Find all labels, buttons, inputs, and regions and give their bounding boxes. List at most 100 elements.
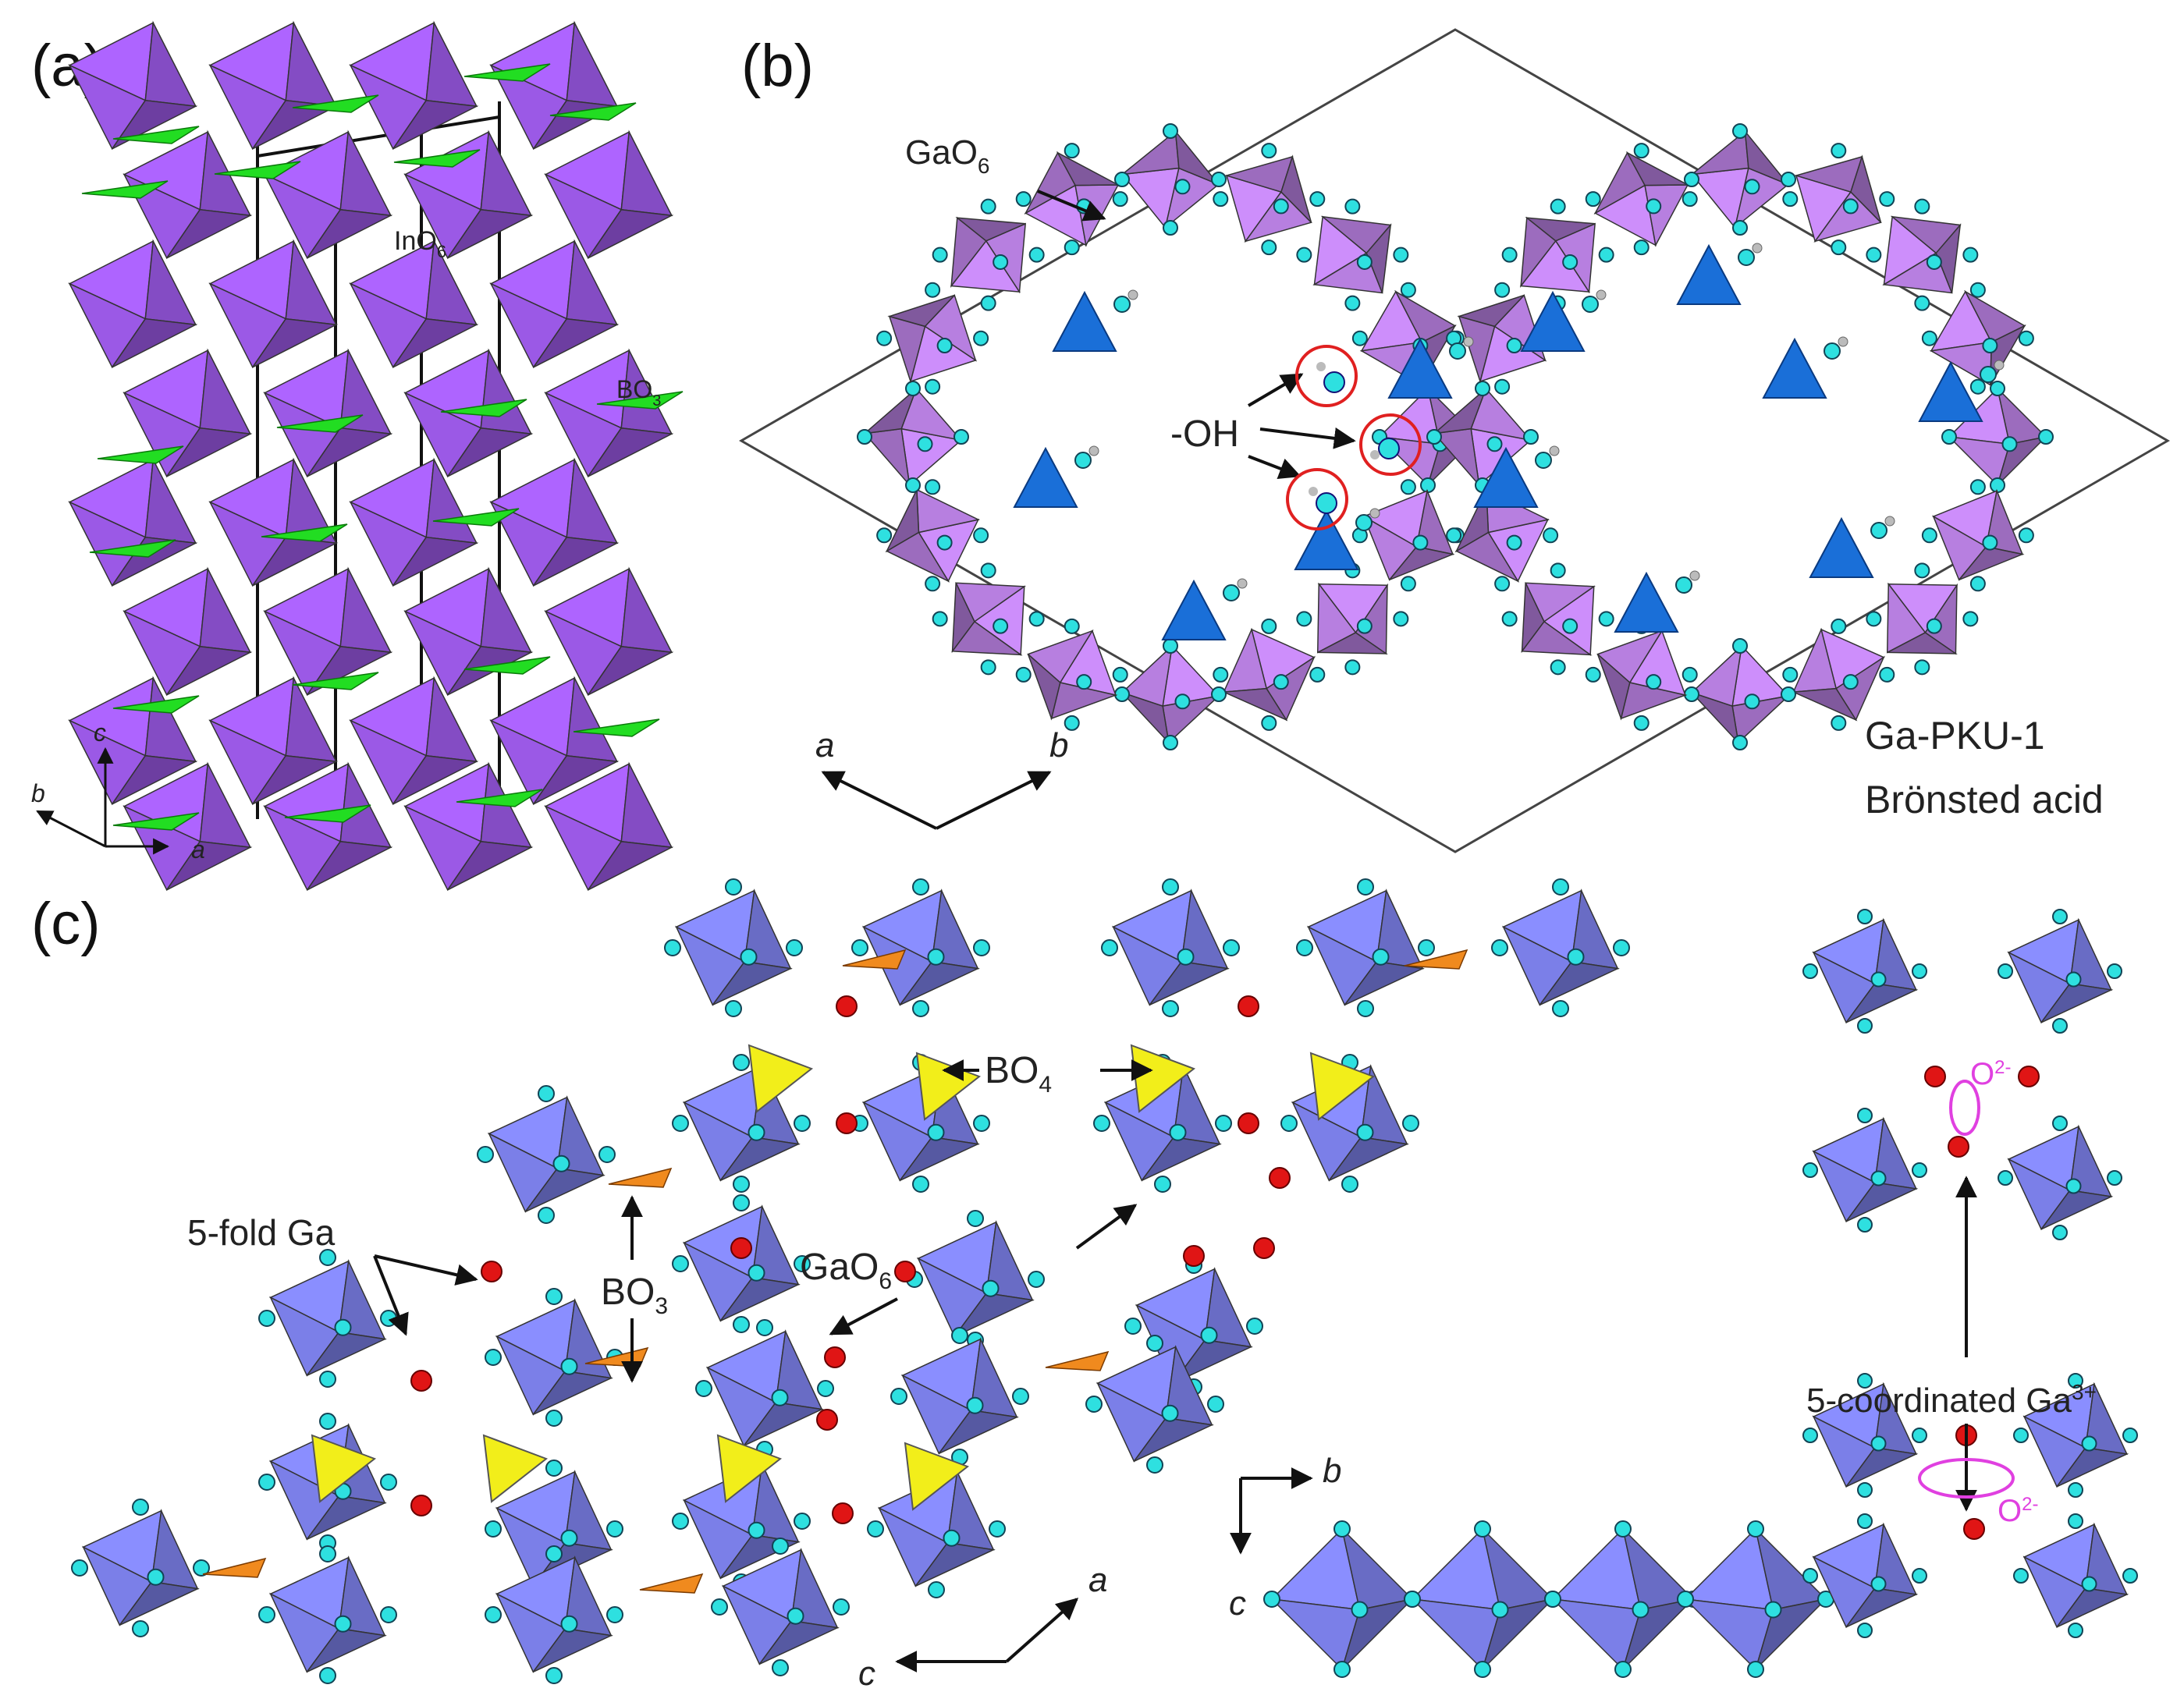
oxygen-atom	[2068, 1513, 2083, 1529]
gao6-octahedron	[1223, 627, 1316, 722]
bo3-triangle	[1045, 1350, 1110, 1371]
oxygen-atom	[733, 1316, 750, 1333]
ga5-atom	[1924, 1066, 1946, 1087]
oxygen-atom	[1646, 198, 1662, 215]
oxygen-atom	[1404, 1591, 1421, 1608]
ino6-octahedron	[349, 676, 479, 806]
oxygen-atom	[1941, 429, 1957, 445]
oxygen-atom	[1912, 1428, 1927, 1443]
bo3-triangle	[463, 656, 551, 675]
oxygen-atom	[319, 1371, 336, 1388]
oxygen-atom	[1802, 1428, 1818, 1443]
oxygen-atom	[1246, 1318, 1263, 1335]
oxygen-atom	[560, 1529, 578, 1547]
oxygen-atom	[1969, 282, 1986, 298]
oxygen-atom	[2013, 1568, 2029, 1584]
po4-tetrahedron	[1473, 446, 1539, 508]
ga5-atom	[836, 995, 858, 1017]
oxygen-atom	[973, 939, 990, 956]
oxygen-atom	[1494, 282, 1511, 298]
oxygen-atom	[925, 378, 941, 395]
oxygen-atom	[1914, 198, 1930, 215]
bo3-triangle	[393, 149, 481, 168]
bo4-label: BO4	[985, 1050, 1052, 1098]
oxygen-atom	[912, 878, 929, 896]
ino6-octahedron	[349, 20, 479, 151]
oxygen-atom	[1781, 172, 1796, 187]
gao6-octahedron	[1306, 889, 1425, 1006]
gao6-octahedron	[674, 889, 793, 1006]
oxygen-atom	[1162, 1000, 1179, 1017]
oxygen-atom	[1857, 1018, 1873, 1034]
gao6-octahedron	[1947, 386, 2048, 487]
five-coordinated-label: 5-coordinated Ga3+	[1806, 1380, 2097, 1420]
oxygen-atom	[951, 1327, 968, 1344]
oxygen-atom	[2052, 1225, 2068, 1240]
panel-b-framework	[857, 123, 2054, 750]
ga5-atom	[824, 1346, 846, 1368]
oxygen-atom	[1028, 247, 1045, 263]
oxygen-atom	[1400, 282, 1416, 298]
oxygen-atom	[1543, 527, 1559, 544]
oxygen-atom	[711, 1598, 728, 1616]
panel-c: (c) BO4 BO3 GaO6 5-fold Ga	[31, 878, 2138, 1693]
hydrogen-atom	[1884, 516, 1895, 527]
ino6-octahedron	[489, 457, 620, 587]
oxygen-atom	[1523, 429, 1539, 445]
gao6-label-c: GaO6	[800, 1247, 892, 1294]
bo3-triangle	[284, 804, 371, 823]
oxygen-atom	[1914, 562, 1930, 579]
ga5-atom	[832, 1502, 854, 1524]
bo3-triangle	[463, 63, 551, 82]
oxygen-atom	[1357, 1000, 1374, 1017]
gao6-octahedron	[1521, 582, 1596, 656]
hydrogen-atom	[1549, 445, 1560, 456]
panel-b-unit-cell	[738, 28, 2171, 853]
ino6-label: InO6	[394, 226, 446, 261]
oxygen-atom	[2107, 1170, 2122, 1186]
oxygen-atom	[1969, 576, 1986, 592]
bo3-triangle	[112, 812, 200, 831]
gao6-octahedron	[1432, 387, 1532, 488]
bo3-triangle	[842, 949, 907, 970]
oxygen-atom	[1112, 191, 1128, 207]
ga5-atom	[481, 1261, 502, 1282]
oxygen-atom	[1831, 239, 1847, 256]
oxygen-atom	[1355, 514, 1373, 531]
oxygen-atom	[552, 1155, 570, 1172]
oxygen-atom	[733, 1194, 750, 1211]
bo3-triangle	[1404, 949, 1468, 970]
oxygen-atom	[147, 1568, 165, 1586]
oh-label: -OH	[1170, 413, 1239, 455]
oxygen-atom	[1309, 666, 1326, 683]
oxygen-atom	[1550, 198, 1566, 215]
oxygen-atom	[1296, 939, 1313, 956]
gao6-octahedron	[1224, 154, 1312, 243]
hydrogen-atom	[1752, 243, 1763, 254]
bo3-triangle	[440, 399, 527, 417]
oxygen-atom	[1552, 878, 1569, 896]
oxygen-atom	[1223, 939, 1240, 956]
oxygen-atom	[1494, 576, 1511, 592]
axis-b-a: b	[31, 779, 45, 807]
oxygen-atom	[1506, 534, 1522, 551]
bo3-triangle	[549, 102, 637, 121]
oxygen-atom	[1211, 172, 1227, 187]
oxygen-atom	[1261, 715, 1277, 731]
caption-ga-pku-1: Ga-PKU-1	[1865, 714, 2045, 757]
oxygen-atom	[1732, 220, 1748, 236]
oxygen-atom	[890, 1388, 907, 1405]
oxygen-atom	[1076, 674, 1092, 690]
oxygen-atom	[319, 1413, 336, 1430]
oxygen-atom	[1732, 123, 1748, 139]
gao6-octahedron	[487, 1095, 605, 1213]
gao6-octahedron	[705, 1329, 824, 1447]
bo3-triangle	[214, 161, 301, 179]
oxygen-atom	[1296, 611, 1312, 627]
oxygen-atom	[598, 1146, 616, 1163]
oxygen-atom	[1400, 479, 1416, 495]
oxygen-atom	[258, 1606, 275, 1623]
gao6-octahedron	[1683, 1527, 1828, 1671]
oxygen-atom	[932, 611, 948, 627]
gao6-octahedron	[268, 1555, 387, 1673]
